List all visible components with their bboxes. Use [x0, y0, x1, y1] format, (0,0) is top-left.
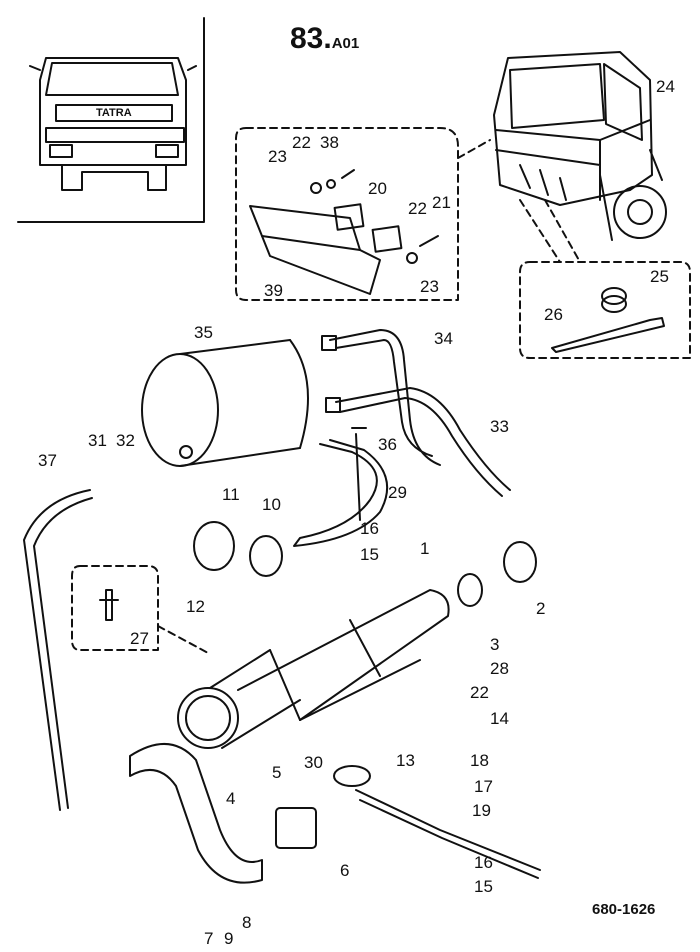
callout-label: 8	[242, 913, 252, 932]
braided-hoses	[321, 329, 511, 497]
callout-label: 21	[432, 193, 451, 212]
callout-label: 1	[420, 539, 430, 558]
callout-label: 17	[474, 777, 493, 796]
callout-label: 24	[656, 77, 675, 96]
callout-label: 19	[472, 801, 491, 820]
callout-label: 3	[490, 635, 500, 654]
callout-label: 37	[38, 451, 57, 470]
callout-label: 36	[378, 435, 397, 454]
grommet-and-tie	[551, 287, 665, 353]
truck-badge: TATRA	[96, 107, 132, 119]
callout-label: 34	[434, 329, 453, 348]
callout-label: 28	[490, 659, 509, 678]
callout-label: 22	[408, 199, 427, 218]
callout-label: 2	[536, 599, 546, 618]
pipe-37	[23, 489, 93, 811]
callout-label: 15	[474, 877, 493, 896]
sensor-detail-frame	[71, 565, 159, 651]
page-number-suffix: A01	[331, 35, 360, 52]
bracket-detail-frame	[235, 127, 459, 301]
tie-detail-frame	[519, 261, 691, 359]
callout-label: 20	[368, 179, 387, 198]
flange-13	[333, 765, 371, 787]
plate-5	[275, 807, 317, 849]
callout-label: 29	[388, 483, 407, 502]
callout-label: 4	[226, 789, 236, 808]
callout-label: 14	[490, 709, 509, 728]
drawing-code: 680-1626	[592, 901, 656, 918]
callout-label: 5	[272, 763, 282, 782]
callout-label: 38	[320, 133, 339, 152]
callout-label: 7	[204, 929, 214, 948]
callout-label: 32	[116, 431, 135, 450]
muffler	[177, 541, 537, 749]
callout-label: 18	[470, 751, 489, 770]
callout-label: 39	[264, 281, 283, 300]
callout-label: 30	[304, 753, 323, 772]
callout-label: 15	[360, 545, 379, 564]
callout-label: 27	[130, 629, 149, 648]
callout-label: 16	[360, 519, 379, 538]
callout-label: 11	[222, 485, 240, 504]
callout-label: 26	[544, 305, 563, 324]
air-tank	[141, 339, 309, 467]
truck-cab	[493, 51, 667, 241]
ring-11	[193, 521, 235, 571]
callout-label: 35	[194, 323, 213, 342]
callout-label: 13	[396, 751, 415, 770]
bolt-36	[351, 427, 367, 521]
bracket-parts	[249, 169, 439, 295]
callout-label: 12	[186, 597, 205, 616]
callout-label: 22	[292, 133, 311, 152]
callout-label: 6	[340, 861, 350, 880]
bracket-19	[355, 789, 541, 879]
front-view-inset	[17, 17, 205, 223]
callout-label: 10	[262, 495, 281, 514]
callout-label: 23	[420, 277, 439, 296]
callout-label: 9	[224, 929, 234, 948]
callout-label: 33	[490, 417, 509, 436]
tank-strap	[293, 439, 389, 547]
page-number: 83.A01	[290, 24, 359, 54]
callout-label: 16	[474, 853, 493, 872]
page-number-main: 83.	[290, 22, 332, 55]
callout-label: 31	[88, 431, 107, 450]
callout-label: 22	[470, 683, 489, 702]
callout-label: 25	[650, 267, 669, 286]
callout-label: 23	[268, 147, 287, 166]
elbow-pipe	[129, 742, 263, 884]
flange-10	[249, 535, 283, 577]
